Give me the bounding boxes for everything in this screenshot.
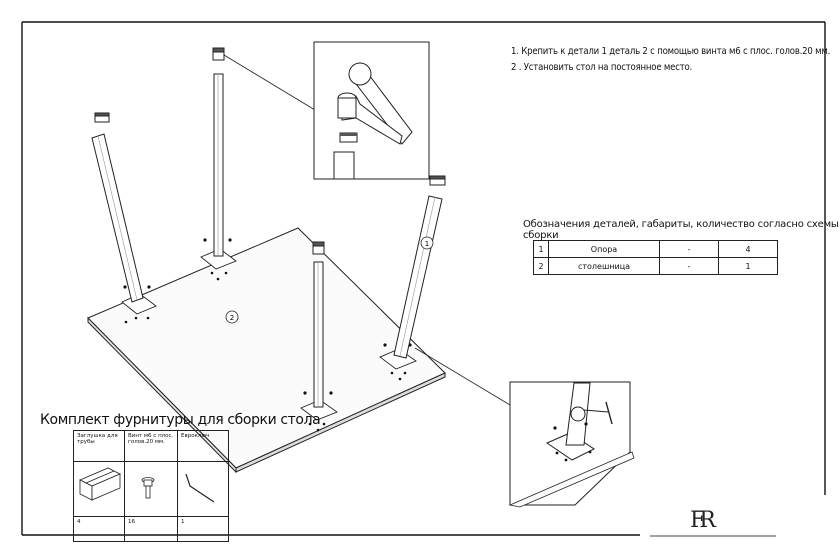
table-top — [87, 227, 446, 474]
detail-dim: - — [659, 257, 719, 275]
kit-name: Евроключ — [177, 430, 229, 462]
kit-name: Винт м6 с плос. голов.20 мм. — [124, 430, 178, 462]
callout-leg-number: 1 — [425, 240, 429, 248]
instruction-1: 1. Крепить к детали 1 деталь 2 с помощью… — [511, 46, 831, 57]
leg-back-left — [91, 112, 144, 303]
table-row: 1 Опора - 4 — [533, 240, 778, 258]
details-caption: Обозначения деталей, габариты, количеств… — [523, 219, 839, 241]
leader-line-bottom — [414, 347, 511, 406]
detail-view-plate — [508, 381, 635, 508]
table-row — [73, 461, 229, 517]
leader-line-top — [223, 54, 316, 111]
kit-image-cell — [73, 461, 125, 517]
details-table: 1 Опора - 4 2 столешница - 1 — [533, 240, 778, 275]
kit-title: Комплект фурнитуры для сборки стола — [40, 412, 321, 428]
kit-qty: 16 — [124, 516, 178, 542]
table-row: Заглушка для трубы Винт м6 с плос. голов… — [73, 430, 229, 462]
leg-front-right — [393, 175, 446, 359]
table-row: 4 16 1 — [73, 516, 229, 542]
kit-qty: 4 — [73, 516, 125, 542]
instruction-2: 2 . Установить стол на постоянное место. — [511, 62, 693, 73]
detail-qty: 4 — [718, 240, 778, 258]
mounting-plates — [121, 248, 417, 421]
leg-front-center — [312, 241, 325, 408]
callout-leg-circle — [420, 236, 434, 250]
kit-image-cell — [177, 461, 229, 517]
kit-image-cell — [124, 461, 178, 517]
leg-back-center — [212, 47, 225, 257]
table-row: 2 столешница - 1 — [533, 257, 778, 275]
detail-view-cap — [313, 41, 430, 180]
brand-logo: FR — [690, 508, 716, 533]
kit-name: Заглушка для трубы — [73, 430, 125, 462]
detail-num: 1 — [533, 240, 549, 258]
detail-dim: - — [659, 240, 719, 258]
callout-top-number: 2 — [230, 314, 234, 322]
callout-top-circle — [225, 310, 239, 324]
detail-name: Опора — [548, 240, 660, 258]
detail-name: столешница — [548, 257, 660, 275]
detail-qty: 1 — [718, 257, 778, 275]
kit-table: Заглушка для трубы Винт м6 с плос. голов… — [73, 430, 229, 542]
kit-qty: 1 — [177, 516, 229, 542]
detail-num: 2 — [533, 257, 549, 275]
